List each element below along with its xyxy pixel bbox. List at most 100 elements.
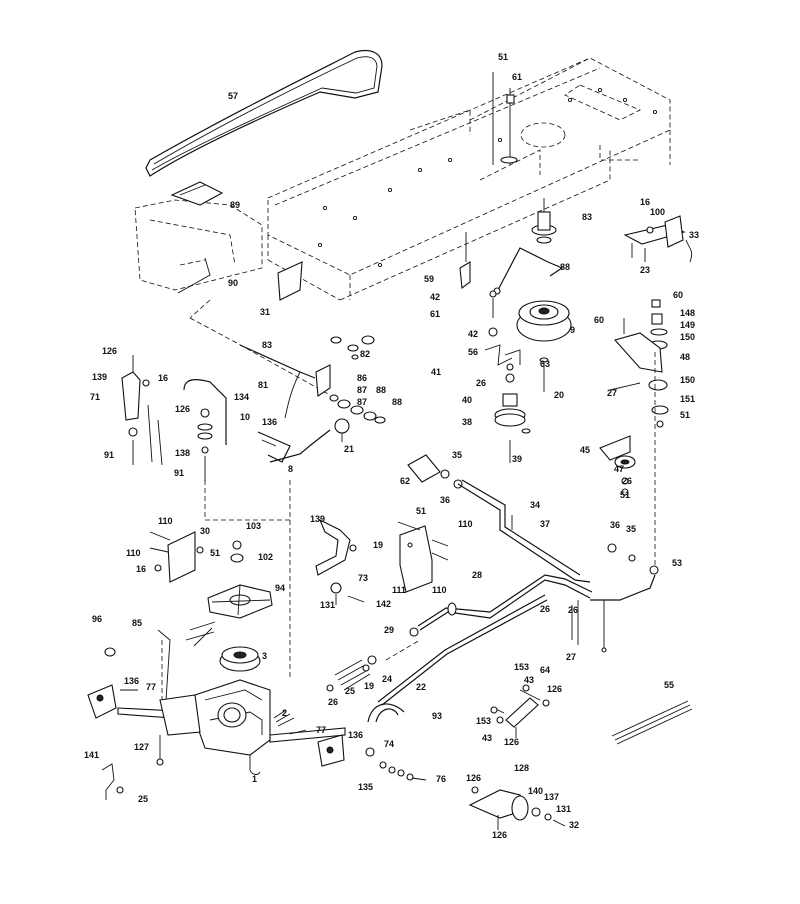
fender-outline [134, 199, 263, 291]
engine-pulley-stack [459, 72, 572, 463]
brake-linkage [468, 684, 693, 830]
part-number-label: 139 [310, 514, 325, 524]
part-number-label: 64 [540, 665, 550, 675]
part-number-label: 19 [373, 540, 383, 550]
part-number-label: 136 [124, 676, 139, 686]
part-number-label: 131 [320, 600, 335, 610]
part-number-label: 126 [466, 773, 481, 783]
part-number-label: 136 [348, 730, 363, 740]
part-number-label: 48 [680, 352, 690, 362]
part-number-label: 93 [432, 711, 442, 721]
part-number-label: 1 [252, 774, 257, 784]
part-number-labels: 5789903151618359426188425641264038920631… [84, 52, 699, 840]
part-number-label: 110 [126, 548, 141, 558]
plate-31 [277, 261, 303, 301]
part-number-label: 96 [92, 614, 102, 624]
part-number-label: 26 [568, 605, 578, 615]
part-number-label: 94 [275, 583, 285, 593]
leader-dashes [189, 299, 421, 680]
part-number-label: 135 [358, 782, 373, 792]
part-number-label: 2 [282, 708, 287, 718]
part-number-label: 131 [556, 804, 571, 814]
part-number-label: 153 [476, 716, 491, 726]
part-number-label: 61 [512, 72, 522, 82]
part-number-label: 139 [92, 372, 107, 382]
part-number-label: 63 [540, 359, 550, 369]
part-number-label: 42 [468, 329, 478, 339]
part-number-label: 88 [376, 385, 386, 395]
part-number-label: 71 [90, 392, 100, 402]
part-number-label: 100 [650, 207, 665, 217]
part-number-label: 16 [158, 373, 168, 383]
part-number-label: 86 [357, 373, 367, 383]
part-number-label: 41 [431, 367, 441, 377]
part-number-label: 103 [246, 521, 261, 531]
part-number-label: 59 [424, 274, 434, 284]
part-number-label: 150 [680, 332, 695, 342]
part-number-label: 26 [540, 604, 550, 614]
part-number-label: 134 [234, 392, 249, 402]
part-number-label: 33 [689, 230, 699, 240]
part-number-label: 77 [316, 725, 326, 735]
part-number-label: 76 [436, 774, 446, 784]
part-number-label: 35 [452, 450, 462, 460]
part-number-label: 83 [262, 340, 272, 350]
part-number-label: 87 [357, 397, 367, 407]
part-number-label: 111 [392, 585, 406, 595]
part-number-label: 35 [626, 524, 636, 534]
part-number-label: 142 [376, 599, 391, 609]
part-number-label: 36 [610, 520, 620, 530]
part-number-label: 38 [462, 417, 472, 427]
bracket-73-111 [315, 518, 449, 605]
part-number-label: 141 [84, 750, 99, 760]
part-number-label: 126 [102, 346, 117, 356]
right-brackets [599, 215, 693, 575]
transaxle [87, 679, 346, 800]
part-number-label: 60 [673, 290, 683, 300]
part-number-label: 138 [175, 448, 190, 458]
part-number-label: 34 [530, 500, 540, 510]
frame-assembly [267, 57, 671, 301]
part-number-label: 45 [580, 445, 590, 455]
part-number-label: 19 [364, 681, 374, 691]
part-number-label: 126 [175, 404, 190, 414]
part-number-label: 77 [146, 682, 156, 692]
part-number-label: 62 [400, 476, 410, 486]
part-number-label: 42 [430, 292, 440, 302]
part-number-label: 51 [680, 410, 690, 420]
bracket-89 [170, 181, 224, 206]
part-number-label: 153 [514, 662, 529, 672]
part-number-label: 24 [382, 674, 392, 684]
part-number-label: 51 [498, 52, 508, 62]
drive-belt [145, 49, 383, 177]
part-number-label: 102 [258, 552, 273, 562]
part-number-label: 25 [138, 794, 148, 804]
part-number-label: 27 [607, 388, 617, 398]
part-number-label: 91 [174, 468, 184, 478]
bracket-30 [104, 531, 273, 715]
spring-90 [177, 257, 211, 294]
part-number-label: 51 [620, 490, 630, 500]
lever-assembly [189, 317, 386, 463]
part-number-label: 148 [680, 308, 695, 318]
part-number-label: 56 [468, 347, 478, 357]
part-number-label: 74 [384, 739, 394, 749]
part-number-label: 126 [504, 737, 519, 747]
part-number-label: 110 [432, 585, 447, 595]
part-number-label: 25 [345, 686, 355, 696]
idler-springs [326, 655, 427, 781]
part-number-label: 83 [582, 212, 592, 222]
part-number-label: 88 [560, 262, 570, 272]
part-number-label: 43 [482, 733, 492, 743]
part-number-label: 136 [262, 417, 277, 427]
part-number-label: 88 [392, 397, 402, 407]
part-number-label: 127 [134, 742, 149, 752]
part-number-label: 55 [664, 680, 674, 690]
part-number-label: 36 [440, 495, 450, 505]
part-number-label: 91 [104, 450, 114, 460]
part-number-label: 9 [570, 325, 575, 335]
part-number-label: 151 [680, 394, 695, 404]
part-number-label: 128 [514, 763, 529, 773]
part-number-label: 29 [384, 625, 394, 635]
part-number-label: 21 [344, 444, 354, 454]
